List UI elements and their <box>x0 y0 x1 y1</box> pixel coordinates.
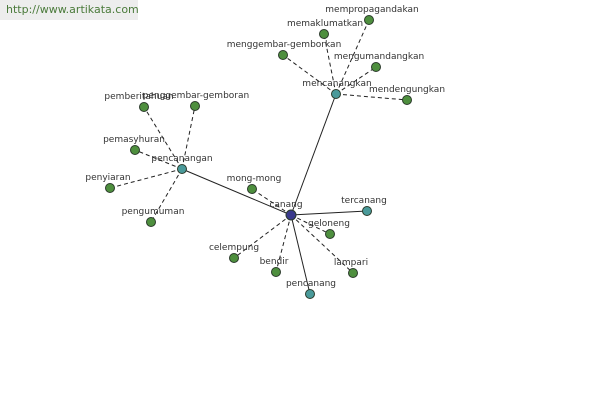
edge-mencanangkan-memaklumatkan <box>323 33 337 95</box>
watermark-link[interactable]: http://www.artikata.com <box>0 0 139 20</box>
node-label-mencanangkan[interactable]: mencanangkan <box>302 79 371 89</box>
node-canang[interactable] <box>285 209 297 221</box>
node-pengumuman[interactable] <box>146 217 156 227</box>
node-label-pemberitahuan[interactable]: pemberitahuan <box>104 92 173 102</box>
node-label-menggembar-gemborkan[interactable]: menggembar-gemborkan <box>227 40 342 50</box>
node-label-bendir[interactable]: bendir <box>260 257 289 267</box>
nodes-layer <box>105 15 412 299</box>
node-label-mong-mong[interactable]: mong-mong <box>227 174 282 184</box>
node-label-mempropagandakan[interactable]: mempropagandakan <box>325 5 418 15</box>
node-penyiaran[interactable] <box>105 183 115 193</box>
node-label-pengumuman[interactable]: pengumuman <box>122 207 185 217</box>
node-label-memaklumatkan[interactable]: memaklumatkan <box>287 19 363 29</box>
node-label-penyiaran[interactable]: penyiaran <box>85 173 130 183</box>
node-label-tercanang[interactable]: tercanang <box>341 196 387 206</box>
node-geloneng[interactable] <box>325 229 335 239</box>
node-mong-mong[interactable] <box>247 184 257 194</box>
node-label-mengumandangkan[interactable]: mengumandangkan <box>334 52 424 62</box>
node-tercanang[interactable] <box>362 206 372 216</box>
node-pencanang[interactable] <box>305 289 315 299</box>
edge-mencanangkan-menggembar-gemborkan <box>282 54 337 95</box>
node-celempung[interactable] <box>229 253 239 263</box>
node-label-lampari[interactable]: lampari <box>334 258 368 268</box>
edge-pencanangan-penggembar-gemboran <box>181 105 196 170</box>
node-label-canang[interactable]: canang <box>269 200 302 210</box>
node-pencanangan[interactable] <box>177 164 187 174</box>
node-label-mendengungkan[interactable]: mendengungkan <box>369 85 445 95</box>
node-bendir[interactable] <box>271 267 281 277</box>
edge-canang-mencanangkan <box>290 93 337 216</box>
edge-canang-mong-mong <box>251 188 292 216</box>
node-mempropagandakan[interactable] <box>364 15 374 25</box>
edge-pencanangan-pemberitahuan <box>143 106 183 170</box>
node-pemasyhuran[interactable] <box>130 145 140 155</box>
node-label-pencanang[interactable]: pencanang <box>286 279 336 289</box>
node-penggembar-gemboran[interactable] <box>190 101 200 111</box>
node-label-penggembar-gemboran[interactable]: penggembar-gemboran <box>143 91 249 101</box>
node-lampari[interactable] <box>348 268 358 278</box>
labels-layer: canang mencanangkan pencanangan tercanang pe… <box>85 5 445 289</box>
node-mendengungkan[interactable] <box>402 95 412 105</box>
edge-pencanangan-pemasyhuran <box>134 149 183 170</box>
edges-layer <box>109 19 408 295</box>
node-label-pemasyhuran[interactable]: pemasyhuran <box>103 135 165 145</box>
node-label-celempung[interactable]: celempung <box>209 243 259 253</box>
edge-canang-lampari <box>290 214 354 274</box>
node-memaklumatkan[interactable] <box>319 29 329 39</box>
node-mengumandangkan[interactable] <box>371 62 381 72</box>
edge-mencanangkan-mendengungkan <box>335 93 408 101</box>
edge-pencanangan-penyiaran <box>109 168 183 189</box>
node-label-geloneng[interactable]: geloneng <box>308 219 350 229</box>
node-menggembar-gemborkan[interactable] <box>278 50 288 60</box>
node-mencanangkan[interactable] <box>331 89 341 99</box>
edge-canang-geloneng <box>290 214 331 235</box>
node-pemberitahuan[interactable] <box>139 102 149 112</box>
edge-canang-celempung <box>233 214 292 259</box>
edge-mencanangkan-mengumandangkan <box>335 66 377 95</box>
edge-canang-pencanangan <box>181 168 292 216</box>
node-label-pencanangan[interactable]: pencanangan <box>151 154 212 164</box>
edge-canang-tercanang <box>290 210 368 216</box>
edge-canang-pencanang <box>290 214 311 295</box>
edge-canang-bendir <box>275 214 292 273</box>
edge-pencanangan-pengumuman <box>150 168 183 223</box>
